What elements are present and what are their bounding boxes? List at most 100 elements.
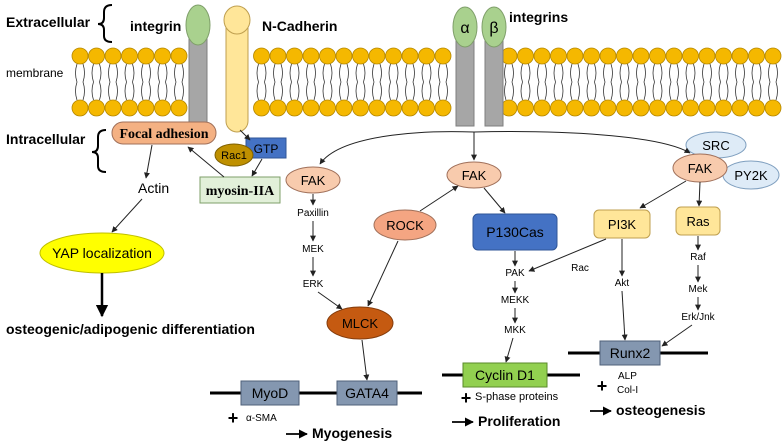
myod-plus: + [228, 408, 239, 428]
membrane-lipid-head [385, 47, 402, 65]
membrane-lipid-head [731, 99, 749, 117]
col1-label: Col-I [617, 385, 638, 396]
membrane-lipid-head [418, 47, 435, 65]
ras-label: Ras [686, 214, 710, 229]
gtp-label: GTP [254, 142, 279, 156]
membrane-lipid-head [286, 47, 303, 65]
akt-label: Akt [615, 278, 630, 289]
raf-label: Raf [690, 252, 706, 263]
membrane-lipid-head [71, 47, 89, 65]
mkk-label: MKK [504, 325, 526, 336]
proliferation-outcome: Proliferation [478, 413, 560, 429]
membrane-lipid-head [352, 47, 369, 65]
membrane-lipid-head [731, 47, 749, 65]
arrow-fak-pi3k [639, 180, 687, 209]
membrane-lipid-head [550, 47, 567, 65]
membrane-lipid-tail [306, 63, 316, 101]
ncadherin-label: N-Cadherin [262, 18, 337, 34]
pi3k-label: PI3K [608, 217, 637, 232]
runx2-plus: + [597, 376, 608, 396]
pathway-arrows [95, 129, 703, 381]
py2k-label: PY2K [734, 168, 768, 183]
arrow-integrin-fak-left [319, 131, 475, 165]
membrane-lipid-head [401, 99, 419, 117]
membrane-lipid-head [566, 99, 584, 117]
membrane-lipid-head [319, 47, 336, 65]
membrane-lipid-head [302, 99, 320, 117]
membrane-lipid-tail [174, 63, 184, 101]
arrow-integrin-fak-right [473, 131, 691, 154]
actin-label: Actin [138, 180, 169, 196]
membrane-lipid-head [748, 99, 765, 117]
membrane-lipid-tail [355, 63, 366, 101]
membrane-lipid-head [682, 99, 699, 117]
membrane-lipid-tail [751, 63, 762, 101]
membrane-lipid-tail [570, 63, 580, 101]
arrow-rock-mlck [367, 240, 399, 307]
membrane-lipid-tail [372, 63, 382, 101]
membrane-lipid-tail [735, 63, 745, 101]
focal-adhesion-node [111, 121, 217, 145]
membrane-lipid-head [154, 47, 171, 65]
membrane-lipid-tail [553, 63, 564, 101]
membrane-lipid-head [71, 99, 89, 117]
src-label: SRC [702, 138, 729, 153]
membrane-lipid-tail [768, 63, 778, 101]
pi3k-node [593, 209, 651, 239]
membrane-lipid-head [418, 99, 435, 117]
membrane-lipid-head [748, 47, 765, 65]
membrane-lipid-head [269, 99, 287, 117]
membrane-lipid-tail [388, 63, 399, 101]
membrane-lipid-tail [537, 63, 547, 101]
membrane-lipid-head [715, 47, 732, 65]
gata4-label: GATA4 [345, 385, 389, 401]
arrow-fak-ras [696, 181, 703, 207]
membrane-lipid-tail [124, 63, 135, 101]
p130cas-label: P130Cas [486, 224, 544, 240]
membrane-lipid-head [698, 47, 716, 65]
membrane-lipid-head [599, 99, 617, 117]
runx2-label: Runx2 [610, 345, 651, 361]
rac-label: Rac [571, 263, 589, 274]
membrane-lipid-head [104, 47, 122, 65]
membrane-lipid-tail [520, 63, 531, 101]
membrane-lipid-head [434, 99, 452, 117]
membrane-lipid-head [121, 47, 138, 65]
fak-mid-label: FAK [462, 168, 487, 183]
membrane-lipid-tail [141, 63, 151, 101]
membrane-lipid-head [649, 99, 666, 117]
membrane-lipid-head [286, 99, 303, 117]
membrane-lipid-head [121, 99, 138, 117]
fak-mid-node [446, 161, 502, 189]
erk-jnk-label: Erk/Jnk [681, 312, 715, 323]
membrane-lipid-head [170, 47, 188, 65]
fak-right-label: FAK [688, 161, 713, 176]
membrane-lipid-head [583, 99, 600, 117]
membrane-lipid-head [682, 47, 699, 65]
cell-membrane [71, 47, 782, 117]
membrane-lipid-head [764, 99, 782, 117]
membrane-lipid-head [599, 47, 617, 65]
membrane-lipid-tail [652, 63, 663, 101]
cyclin-label: Cyclin D1 [475, 367, 535, 383]
ras-node [675, 206, 721, 236]
membrane-lipid-head [253, 47, 270, 65]
membrane-lipid-tail [108, 63, 118, 101]
membrane-lipid-head [533, 99, 551, 117]
membrane-lipid-head [550, 99, 567, 117]
membrane-lipid-tail [504, 63, 514, 101]
membrane-lipid-head [253, 99, 270, 117]
arrow-pi3k-pak [528, 238, 607, 272]
arrow-rock-fak [419, 185, 459, 212]
membrane-lipid-head [566, 47, 584, 65]
arrow-ncad-gtp [239, 129, 251, 141]
fak-left-node [285, 166, 341, 194]
cyclin-node [462, 362, 548, 388]
membrane-lipid-head [335, 99, 353, 117]
integrin-left-head [185, 4, 211, 46]
membrane-lipid-head [269, 47, 287, 65]
membrane-lipid-tail [91, 63, 102, 101]
membrane-lipid-tail [586, 63, 597, 101]
arrow-mkk-cyclin [504, 337, 514, 363]
arrow-fak-p130 [483, 187, 506, 214]
